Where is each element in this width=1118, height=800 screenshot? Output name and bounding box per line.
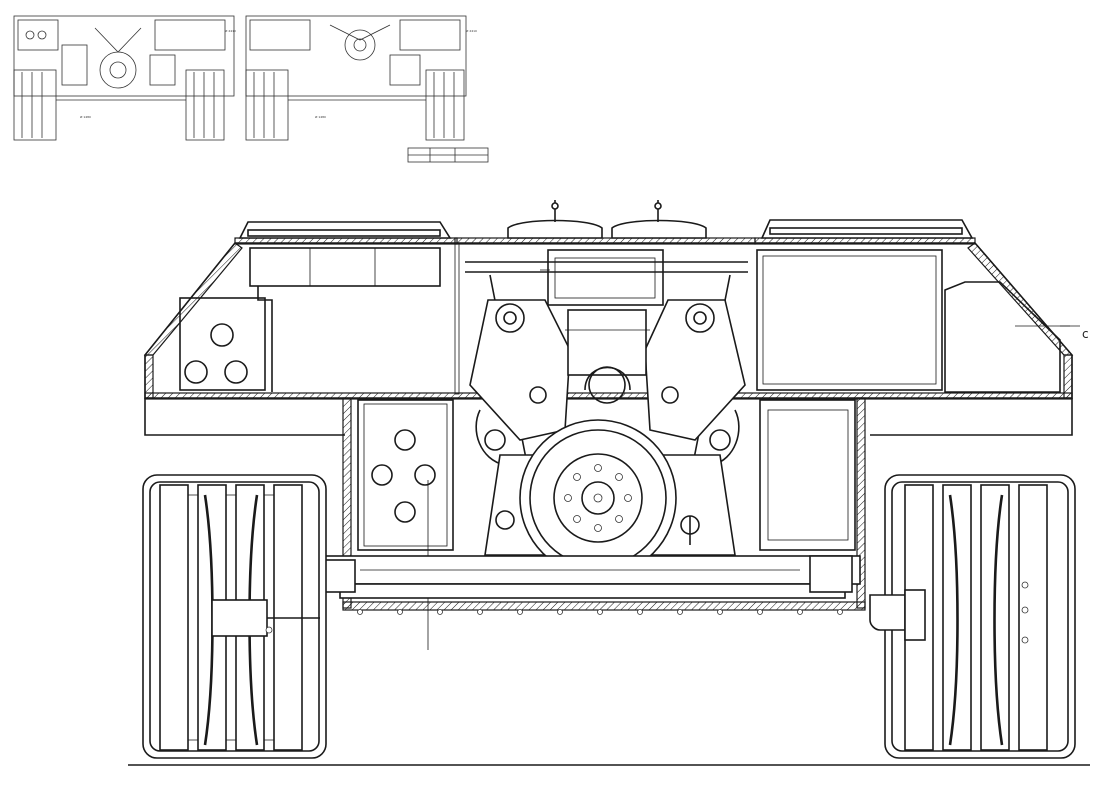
engine-deck-grilles xyxy=(507,200,707,239)
thumbnail-track-treads-2 xyxy=(253,72,455,138)
right-lower-tank xyxy=(759,399,856,551)
thumbnail-drawings: Ø 1480 Ø 2410 Ø 1480 Ø 2410 xyxy=(13,15,489,163)
drive-shaft xyxy=(309,555,861,615)
hull xyxy=(143,237,1074,611)
left-track xyxy=(142,474,327,759)
left-upper-compartment xyxy=(179,243,460,395)
right-upper-compartment xyxy=(756,249,1070,393)
right-track xyxy=(869,474,1076,759)
thumbnail-front-view: Ø 1480 Ø 2410 xyxy=(13,15,236,141)
left-fuel-tank-ports xyxy=(184,323,248,384)
right-roof-hatch xyxy=(760,219,974,239)
flywheel-bolts xyxy=(564,464,632,532)
engine xyxy=(465,249,748,577)
hull-bottom-bolts xyxy=(357,609,843,615)
flywheel xyxy=(519,419,677,577)
thumbnail-dimension-right: Ø 2410 xyxy=(225,28,236,33)
left-roof-hatch xyxy=(238,221,452,239)
left-lower-tank xyxy=(357,399,454,650)
thumbnail-dimension-right-2: Ø 2410 xyxy=(466,28,477,33)
left-lower-tank-ports xyxy=(371,429,436,523)
thumbnail-dimension-left: Ø 1480 xyxy=(80,114,91,119)
thumbnail-dimension-left-2: Ø 1480 xyxy=(315,114,326,119)
thumbnail-rear-view: Ø 1480 Ø 2410 xyxy=(245,15,477,141)
callout: c xyxy=(1060,325,1089,341)
thumbnail-track-treads xyxy=(21,72,215,138)
callout-label: c xyxy=(1082,327,1089,341)
title-block xyxy=(407,147,489,163)
